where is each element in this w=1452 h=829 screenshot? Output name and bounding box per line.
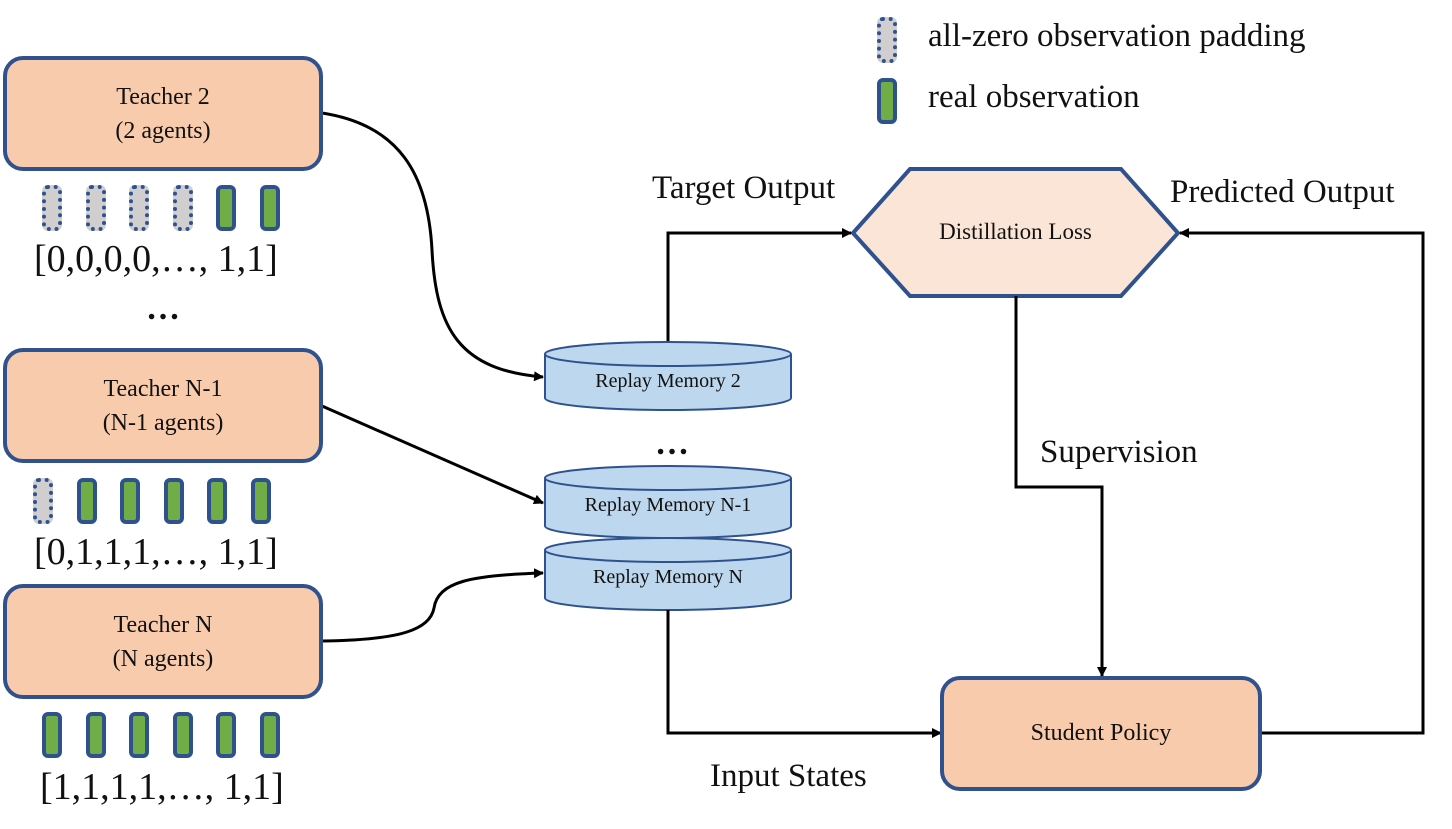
teacher-n-1-vector: [0,1,1,1,…, 1,1] (34, 531, 278, 573)
padding-observation-icon (85, 185, 106, 231)
student-policy-box: Student Policy (940, 676, 1262, 791)
teacher-n-agents: (N agents) (112, 645, 214, 672)
edge-teacher2-to-memory2 (321, 111, 544, 382)
supervision-label: Supervision (1040, 434, 1198, 470)
teacher-n-1-name: Teacher N-1 (103, 375, 223, 402)
replay-memory-2-cylinder (544, 341, 792, 411)
input-states-label: Input States (710, 758, 867, 794)
real-observation-icon (216, 185, 236, 231)
padding-observation-icon (172, 185, 193, 231)
real-observation-icon (250, 478, 271, 524)
real-observation-icon (207, 478, 227, 524)
real-observation-icon (163, 478, 184, 524)
teacher-n-1-agents: (N-1 agents) (102, 409, 224, 436)
edge-predicted-output (1179, 228, 1425, 735)
replay-memory-n-1-cylinder (544, 465, 792, 539)
real-observation-icon (216, 712, 236, 758)
teacher-n-vector: [1,1,1,1,…, 1,1] (40, 766, 284, 808)
predicted-output-label: Predicted Output (1170, 174, 1395, 210)
memory-ellipsis: … (655, 425, 690, 462)
teacher-n-name: Teacher N (113, 611, 213, 638)
teacher-n-1-box: Teacher N-1 (N-1 agents) (3, 348, 323, 463)
real-observation-icon (172, 712, 193, 758)
real-observation-icon (85, 712, 106, 758)
real-observation-icon (259, 185, 280, 231)
student-policy-label: Student Policy (1030, 720, 1172, 746)
teacher-2-name: Teacher 2 (116, 83, 210, 110)
teacher-2-vector: [0,0,0,0,…, 1,1] (34, 238, 278, 280)
real-observation-icon (76, 478, 97, 524)
teacher-n-box: Teacher N (N agents) (3, 584, 323, 699)
padding-observation-icon (129, 185, 149, 231)
replay-memory-n-label: Replay Memory N (593, 566, 743, 588)
real-observation-icon (129, 712, 149, 758)
edge-teacher-n-to-memory-n (321, 568, 544, 643)
padding-observation-icon (33, 478, 53, 524)
target-output-label: Target Output (652, 170, 836, 206)
teacher-ellipsis: … (146, 290, 181, 327)
distillation-loss-hexagon (850, 167, 1181, 298)
padding-observation-icon (42, 185, 62, 231)
edge-target-output (666, 228, 852, 341)
teacher-2-agents: (2 agents) (115, 117, 211, 144)
replay-memory-2-label: Replay Memory 2 (595, 370, 741, 392)
real-observation-icon (120, 478, 140, 524)
legend-padding-label: all-zero observation padding (928, 18, 1306, 54)
edge-input-states (666, 610, 942, 738)
teacher-2-box: Teacher 2 (2 agents) (3, 56, 323, 171)
legend-padding-icon (877, 17, 897, 63)
real-observation-icon (259, 712, 280, 758)
edge-supervision (1014, 296, 1107, 677)
replay-memory-n-1-label: Replay Memory N-1 (584, 494, 752, 516)
legend-real-label: real observation (928, 79, 1140, 115)
legend-real-icon (877, 78, 897, 124)
real-observation-icon (42, 712, 62, 758)
distillation-loss-label: Distillation Loss (939, 219, 1092, 244)
edge-teacher-n-1-to-memory-n-1 (321, 404, 544, 505)
